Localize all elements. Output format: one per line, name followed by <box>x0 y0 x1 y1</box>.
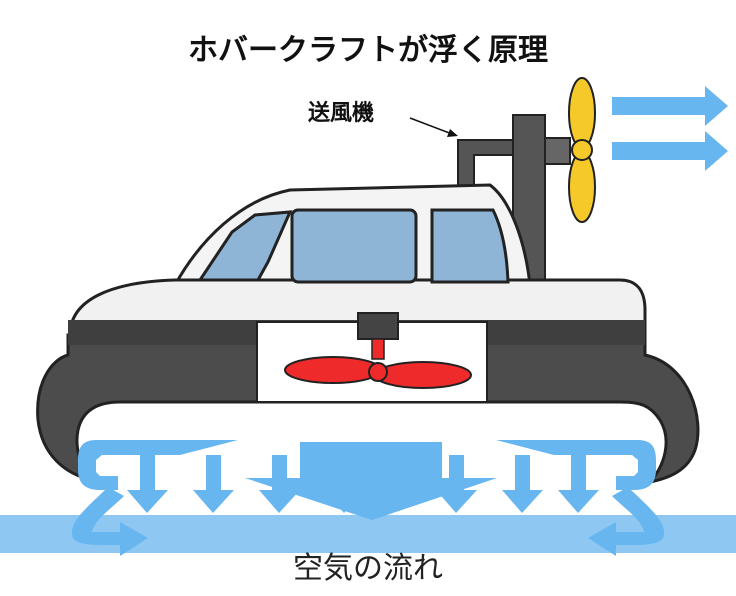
down-arrow <box>502 455 543 513</box>
down-arrow <box>193 455 234 513</box>
down-arrow <box>558 455 599 513</box>
down-arrow <box>324 478 365 513</box>
rear-window <box>430 208 510 284</box>
thrust-arrow <box>612 131 728 171</box>
down-arrow <box>127 455 168 513</box>
air-flow-label: 空気の流れ <box>293 551 443 586</box>
lift-fan-shaft <box>371 338 385 360</box>
right-return-arrow <box>588 487 665 556</box>
down-arrows <box>127 455 599 513</box>
thrust-arrows <box>612 86 728 171</box>
down-arrow <box>371 478 412 513</box>
fan-duct <box>457 139 519 191</box>
diagram-title: ホバークラフトが浮く原理 <box>188 33 548 68</box>
front-window <box>197 210 293 282</box>
fan-label: 送風機 <box>308 100 374 126</box>
lift-fan-motor <box>357 312 399 340</box>
middle-window <box>290 208 418 284</box>
fan-label-pointer <box>409 117 458 137</box>
down-arrow <box>259 455 300 513</box>
air-flow-arrows <box>71 440 665 556</box>
down-arrow <box>436 455 477 513</box>
lift-fan-icon <box>284 356 472 389</box>
left-curl-arrow <box>78 440 238 490</box>
right-curl-arrow <box>496 440 656 490</box>
left-return-arrow <box>71 487 148 556</box>
skirt <box>36 333 700 485</box>
propeller-icon <box>568 77 596 223</box>
main-down-arrow <box>245 442 497 520</box>
thrust-arrow <box>612 86 728 126</box>
fan-hub-mount <box>544 137 571 165</box>
